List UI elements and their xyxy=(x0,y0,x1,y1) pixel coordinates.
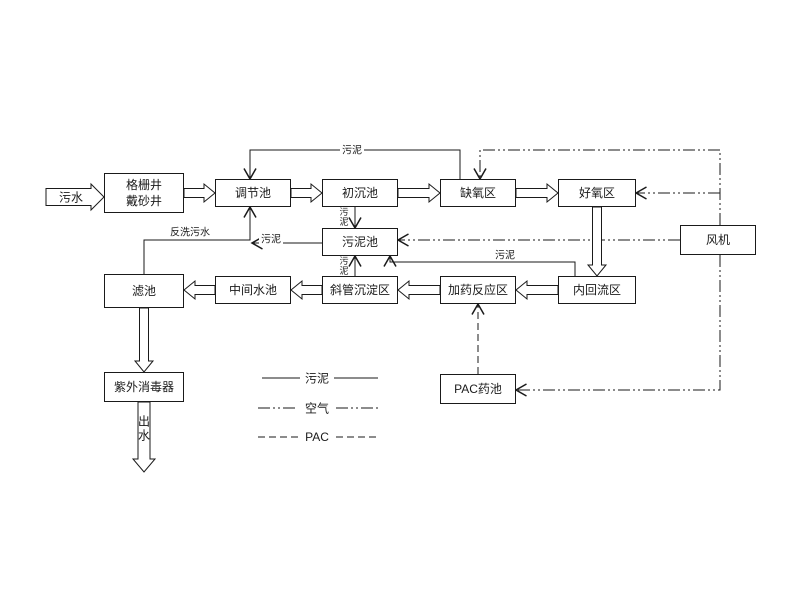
grit-well-line2: 戴砂井 xyxy=(125,194,162,208)
box-intermediate-tank-label: 中间水池 xyxy=(228,282,277,297)
arrow-intermediate-to-filter xyxy=(183,279,216,301)
arrow-reflux-to-dosing xyxy=(515,279,559,301)
label-sludge-inclined: 污泥 xyxy=(338,256,349,276)
box-fan-label: 风机 xyxy=(705,232,730,247)
outlet-label: 出水 xyxy=(136,415,151,443)
box-intermediate-tank: 中间水池 xyxy=(215,276,291,304)
label-sludge-return: 污泥 xyxy=(259,230,283,246)
box-uv-disinfector: 紫外消毒器 xyxy=(104,372,184,402)
arrow-inclined-to-intermediate xyxy=(290,279,323,301)
air-line-to-pac-tank xyxy=(514,255,721,397)
box-anoxic-zone-label: 缺氧区 xyxy=(459,185,496,200)
box-sludge-tank: 污泥池 xyxy=(322,228,398,256)
box-inclined-tube-zone: 斜管沉淀区 xyxy=(322,276,398,304)
box-regulation-tank: 调节池 xyxy=(215,179,291,207)
arrow-dosing-to-inclined xyxy=(397,279,441,301)
box-anoxic-zone: 缺氧区 xyxy=(440,179,516,207)
box-aerobic-zone: 好氧区 xyxy=(558,179,636,207)
inlet-label: 污水 xyxy=(58,190,84,205)
box-dosing-reaction-zone: 加药反应区 xyxy=(440,276,516,304)
box-pac-tank-label: PAC药池 xyxy=(454,381,502,396)
arrow-grit-to-regulation xyxy=(183,182,216,204)
inlet-arrow xyxy=(45,182,105,212)
grit-well-line1: 格栅井 xyxy=(125,177,162,192)
box-uv-disinfector-label: 紫外消毒器 xyxy=(113,379,174,394)
legend-pac-label: PAC xyxy=(301,430,333,444)
label-sludge-reflux: 污泥 xyxy=(493,246,517,262)
outlet-arrow xyxy=(131,401,157,473)
box-grit-well-label: 格栅井 戴砂井 xyxy=(126,177,162,209)
backwash-line-filter-to-regulation xyxy=(143,205,257,274)
box-internal-reflux-zone-label: 内回流区 xyxy=(572,282,621,297)
arrow-primary-to-anoxic xyxy=(397,182,441,204)
legend-sludge-label: 污泥 xyxy=(300,369,334,387)
arrow-regulation-to-primary xyxy=(290,182,323,204)
box-pac-tank: PAC药池 xyxy=(440,374,516,404)
sludge-line-reflux-to-sludge-tank xyxy=(383,254,576,276)
box-primary-sedimentation-label: 初沉池 xyxy=(341,185,378,200)
box-aerobic-zone-label: 好氧区 xyxy=(578,185,615,200)
box-sludge-tank-label: 污泥池 xyxy=(341,234,378,249)
arrow-filter-to-uv xyxy=(133,307,155,373)
arrow-anoxic-to-aerobic xyxy=(515,182,559,204)
box-regulation-tank-label: 调节池 xyxy=(234,185,271,200)
box-grit-well: 格栅井 戴砂井 xyxy=(104,173,184,213)
air-line-fan-to-anoxic xyxy=(473,149,721,225)
box-fan: 风机 xyxy=(680,225,756,255)
box-filter-tank-label: 滤池 xyxy=(131,283,156,298)
label-sludge-top: 污泥 xyxy=(340,141,364,157)
box-inclined-tube-zone-label: 斜管沉淀区 xyxy=(329,282,390,297)
label-sludge-primary: 污泥 xyxy=(338,207,349,227)
box-dosing-reaction-zone-label: 加药反应区 xyxy=(447,282,508,297)
box-primary-sedimentation: 初沉池 xyxy=(322,179,398,207)
box-filter-tank: 滤池 xyxy=(104,274,184,308)
label-backwash: 反洗污水 xyxy=(168,223,212,239)
box-internal-reflux-zone: 内回流区 xyxy=(558,276,636,304)
legend-air-label: 空气 xyxy=(300,399,334,417)
arrow-aerobic-to-reflux xyxy=(586,206,608,277)
